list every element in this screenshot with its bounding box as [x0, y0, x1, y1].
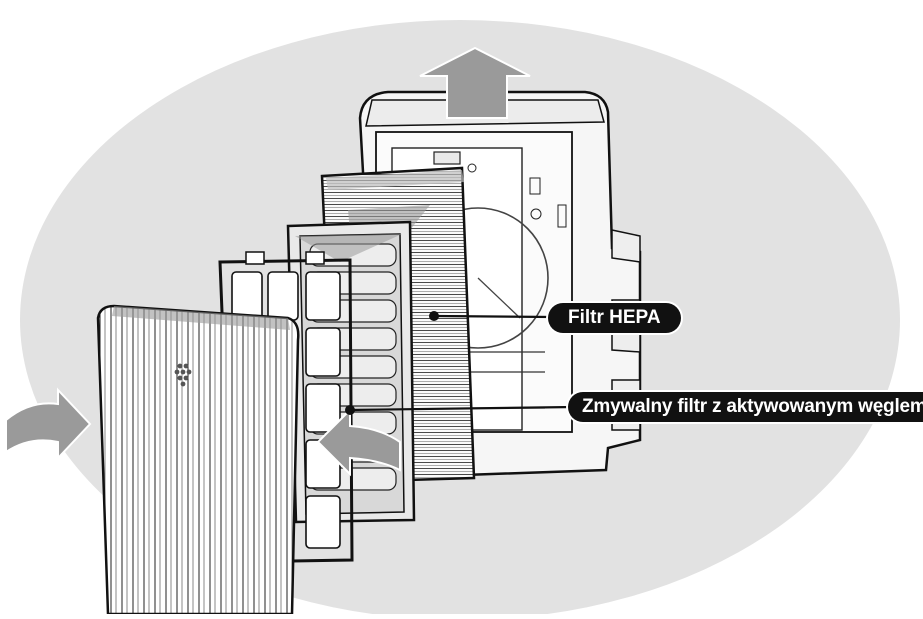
brand-logo: [174, 363, 192, 387]
airflow-out-arrow: [419, 46, 531, 119]
hepa-filter-label: Filtr HEPA: [548, 303, 681, 333]
airflow-in-arrow: [5, 387, 92, 461]
hepa-callout-line: [429, 311, 553, 321]
prefilter-panel: [96, 304, 300, 616]
airflow-in-arrow-inner: [316, 407, 401, 477]
carbon-filter-label: Zmywalny filtr z aktywowanym węglem: [568, 392, 923, 422]
carbon-callout-line: [345, 405, 575, 415]
